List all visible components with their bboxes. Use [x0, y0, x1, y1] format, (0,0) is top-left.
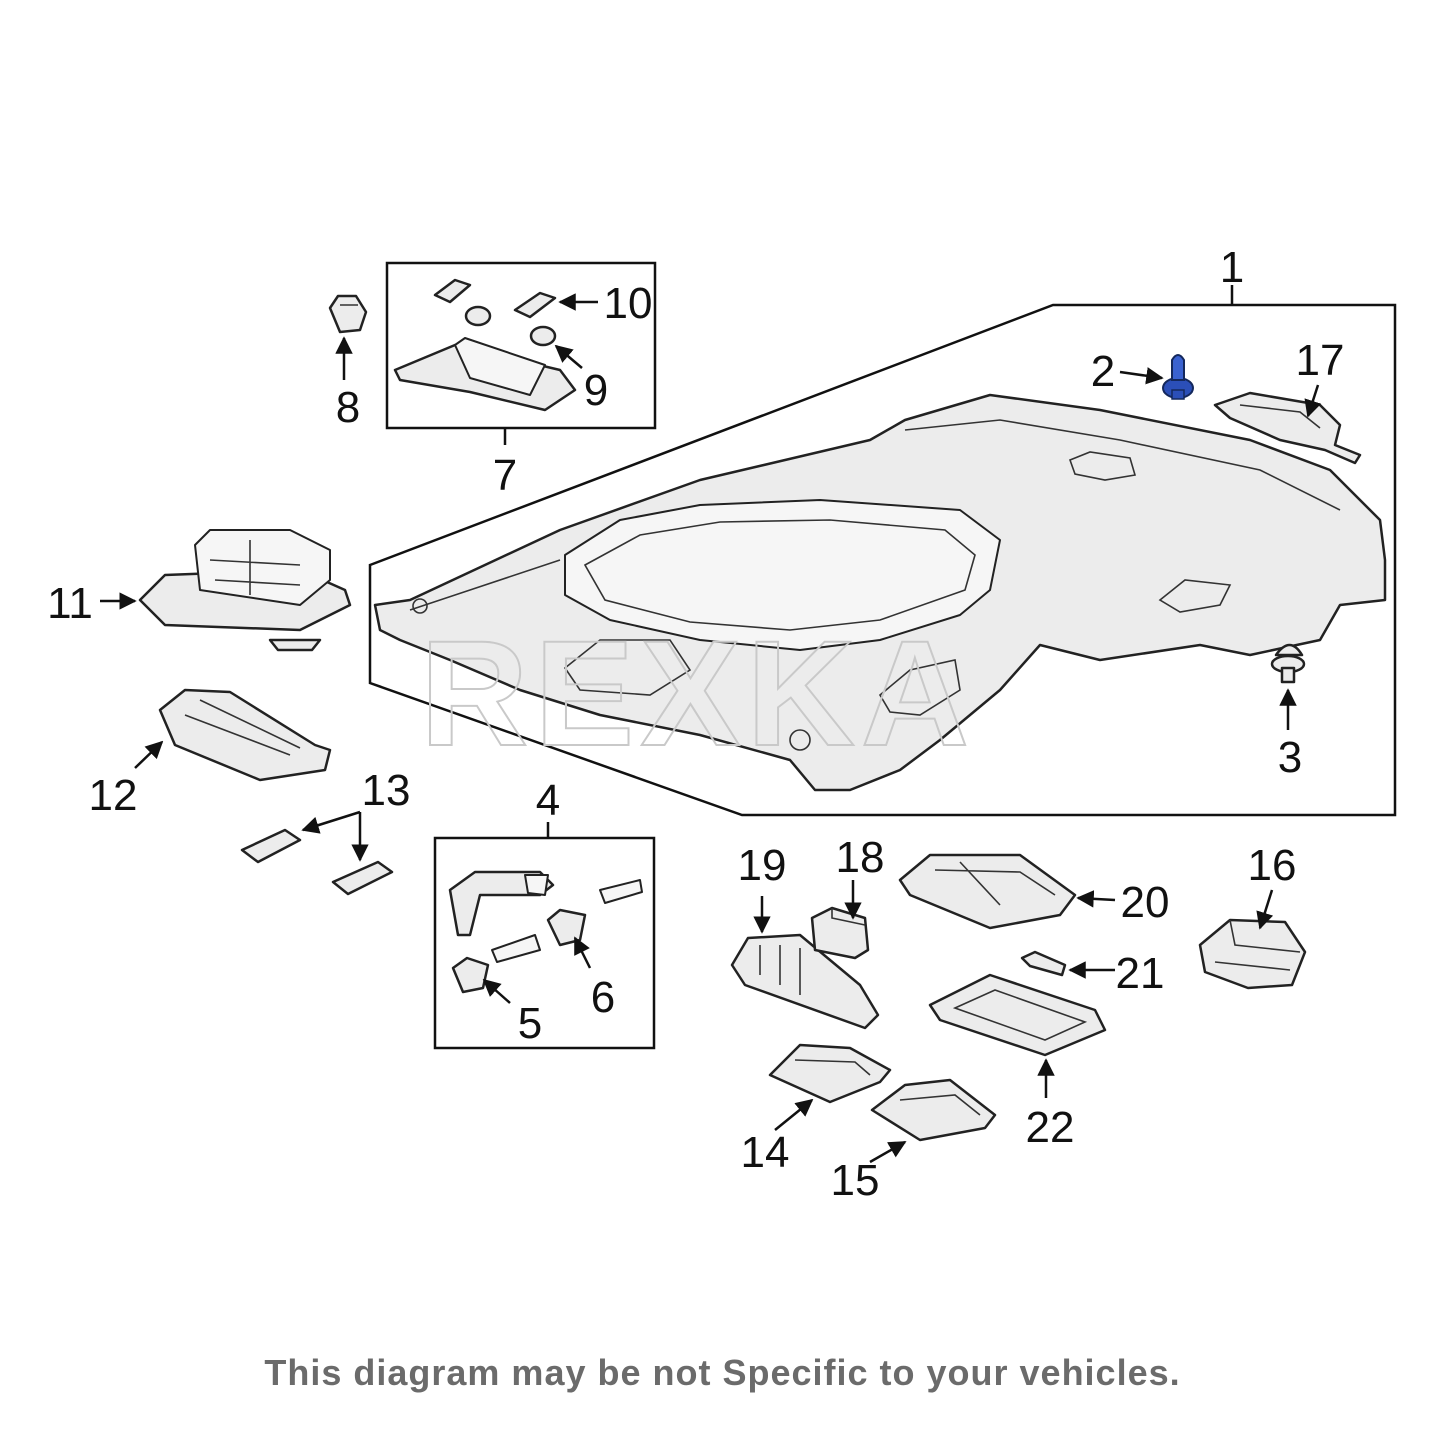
- part-5-cap[interactable]: [451, 934, 541, 994]
- callout-3: 3: [1278, 733, 1302, 782]
- callout-15: 15: [831, 1156, 880, 1205]
- headliner-panel[interactable]: [373, 393, 1387, 792]
- callout-12-arrow: [134, 740, 164, 769]
- part-11-console[interactable]: [138, 529, 352, 652]
- callout-16: 16: [1248, 841, 1297, 890]
- part-20-base[interactable]: [898, 853, 1077, 930]
- callout-6: 6: [591, 973, 615, 1022]
- callout-9-arrow: [554, 344, 583, 369]
- callout-13: 13: [362, 766, 411, 815]
- callout-18: 18: [836, 833, 885, 882]
- part-15-lens[interactable]: [870, 1078, 997, 1142]
- part-10-clip[interactable]: [433, 278, 557, 319]
- callout-11: 11: [47, 579, 93, 628]
- part-22-cover[interactable]: [928, 973, 1107, 1057]
- callout-15-arrow: [869, 1140, 907, 1164]
- callout-22: 22: [1026, 1103, 1075, 1152]
- part-13-bulb[interactable]: [240, 828, 394, 896]
- callout-10: 10: [604, 279, 653, 328]
- callout-5-arrow: [482, 978, 511, 1004]
- callout-20-arrow: [1076, 890, 1116, 908]
- disclaimer-text: This diagram may be not Specific to your…: [264, 1352, 1181, 1393]
- callout-6-arrow: [573, 936, 592, 969]
- callout-21: 21: [1116, 949, 1165, 998]
- callout-13-arrow-a: [301, 810, 361, 834]
- part-9-clip[interactable]: [464, 305, 557, 347]
- callout-14-arrow: [774, 1098, 814, 1131]
- callout-1: 1: [1220, 243, 1244, 292]
- part-7-sunvisor[interactable]: [393, 337, 577, 412]
- sunvisor-frame: [385, 261, 657, 430]
- callout-7: 7: [493, 451, 517, 500]
- callout-19: 19: [738, 841, 787, 890]
- callout-12: 12: [89, 771, 138, 820]
- callout-9: 9: [584, 366, 608, 415]
- part-16-unit[interactable]: [1198, 918, 1307, 990]
- headliner-frame: [368, 303, 1397, 817]
- part-4-grabhandle[interactable]: [448, 870, 555, 937]
- part-17-bracket[interactable]: [1213, 391, 1362, 465]
- grabhandle-frame: [433, 836, 656, 1050]
- part-14-lens[interactable]: [768, 1043, 892, 1104]
- part-18-module[interactable]: [810, 906, 870, 960]
- part-12-maplight[interactable]: [158, 688, 332, 782]
- callout-16-arrow: [1256, 889, 1274, 930]
- watermark: REXKA: [420, 609, 975, 777]
- callout-2-arrow: [1119, 367, 1164, 385]
- callout-5: 5: [518, 999, 542, 1048]
- part-19-housing[interactable]: [730, 933, 880, 1030]
- callout-20: 20: [1121, 878, 1170, 927]
- part-3-clip[interactable]: [1270, 643, 1306, 684]
- part-2-clip[interactable]: [1162, 354, 1194, 400]
- part-21-bulb[interactable]: [1020, 950, 1067, 977]
- callout-17: 17: [1296, 336, 1345, 385]
- callout-14: 14: [741, 1128, 790, 1177]
- callout-17-arrow: [1304, 384, 1322, 418]
- callout-2: 2: [1091, 347, 1115, 396]
- part-8-holder[interactable]: [328, 294, 368, 334]
- callout-4: 4: [536, 776, 560, 825]
- part-6-cap[interactable]: [546, 879, 643, 947]
- callout-8: 8: [336, 383, 360, 432]
